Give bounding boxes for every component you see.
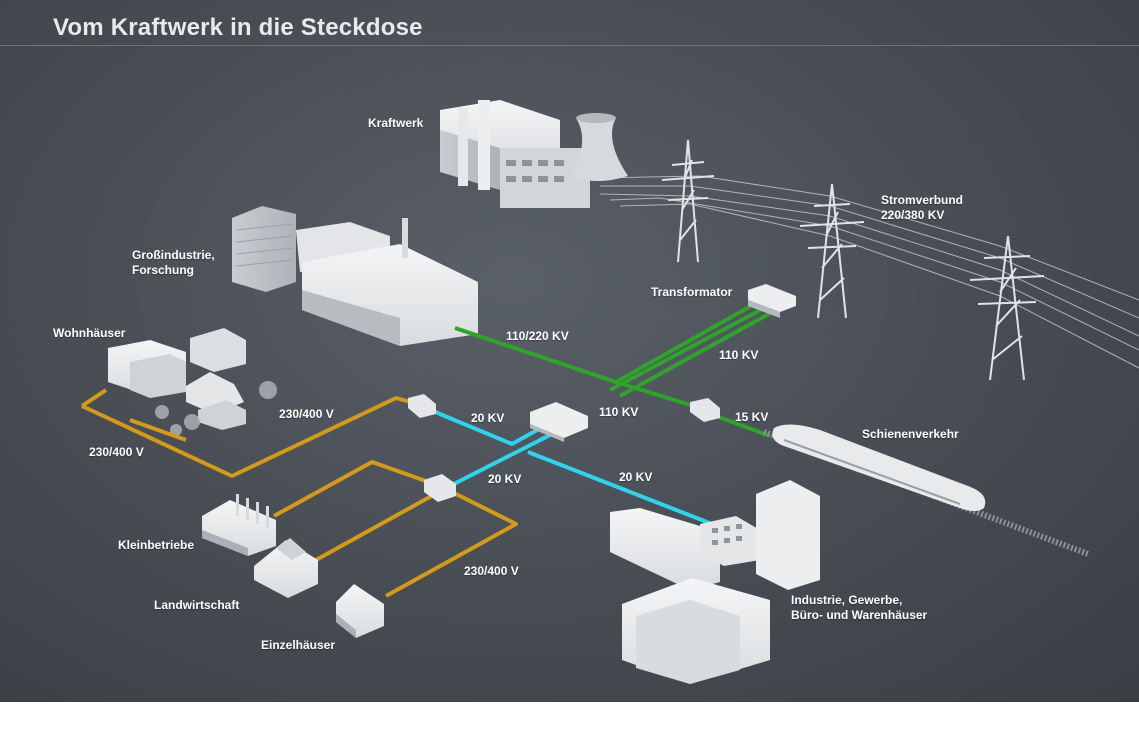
pylon-3 (969, 235, 1045, 381)
kraftwerk-building (440, 100, 628, 208)
pylon-1 (661, 139, 715, 263)
label-20-kv-right: 20 KV (619, 470, 653, 484)
label-110-kv-upper: 110 KV (719, 348, 759, 362)
label-industrie-line2: Büro- und Warenhäuser (791, 608, 928, 622)
label-230-400-v-lower: 230/400 V (464, 564, 519, 578)
label-schienenverkehr: Schienenverkehr (862, 427, 959, 441)
einzelhaeuser-house (336, 584, 384, 638)
wohnhaeuser-houses (108, 328, 246, 430)
label-stromverbund-line2: 220/380 KV (881, 208, 945, 222)
label-15-kv: 15 KV (735, 410, 769, 424)
label-stromverbund-line1: Stromverbund (881, 193, 964, 207)
label-industrie-line1: Industrie, Gewerbe, (791, 593, 903, 607)
label-230-400-v-left: 230/400 V (89, 445, 144, 459)
label-transformator: Transformator (651, 285, 733, 299)
high-voltage-lines (454, 300, 777, 438)
label-230-400-v-residential: 230/400 V (279, 407, 334, 421)
landwirtschaft-building (254, 538, 318, 598)
label-grossindustrie-line1: Großindustrie, (132, 248, 215, 262)
trees (155, 381, 277, 436)
low-voltage-lines (80, 388, 518, 598)
label-kleinbetriebe: Kleinbetriebe (118, 538, 195, 552)
label-industrie: Industrie, Gewerbe, Büro- und Warenhäuse… (791, 593, 927, 623)
label-landwirtschaft: Landwirtschaft (154, 598, 240, 612)
kleinbetriebe-building (202, 494, 276, 556)
train (762, 424, 1090, 557)
transformer-boxes (408, 284, 796, 502)
grossindustrie-building (232, 206, 478, 346)
power-grid-scene (80, 100, 1139, 684)
label-stromverbund: Stromverbund 220/380 KV (881, 193, 963, 223)
industrie-buildings (610, 480, 820, 684)
title-divider (0, 45, 1139, 46)
label-20-kv-left: 20 KV (471, 411, 505, 425)
bottom-whitespace (0, 702, 1139, 732)
label-grossindustrie: Großindustrie, Forschung (132, 248, 215, 278)
overhead-cables (599, 175, 1139, 369)
label-20-kv-middle: 20 KV (488, 472, 522, 486)
label-wohnhaeuser: Wohnhäuser (53, 326, 126, 340)
label-110-220-kv: 110/220 KV (506, 329, 569, 343)
label-110-kv-center: 110 KV (599, 405, 639, 419)
page-title: Vom Kraftwerk in die Steckdose (53, 14, 423, 41)
pylon-2 (799, 183, 865, 319)
diagram-stage: Vom Kraftwerk in die Steckdose Kraftwerk… (0, 0, 1139, 702)
label-kraftwerk: Kraftwerk (368, 116, 424, 130)
label-einzelhaeuser: Einzelhäuser (261, 638, 336, 652)
label-grossindustrie-line2: Forschung (132, 263, 194, 277)
